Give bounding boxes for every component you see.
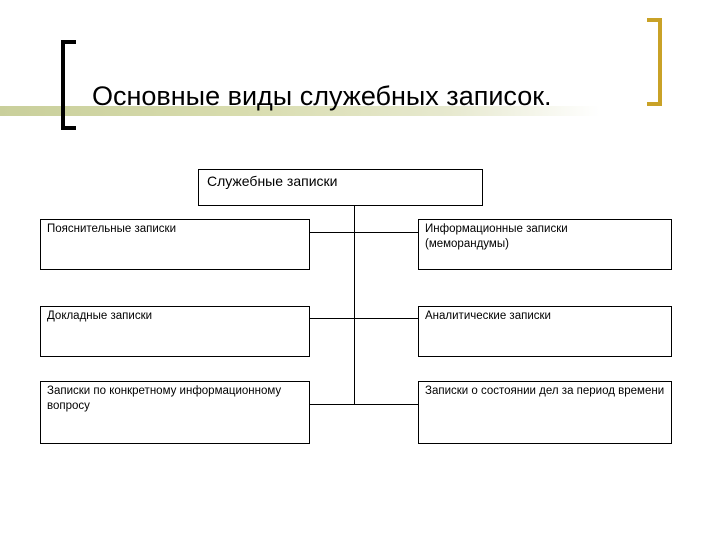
connector-trunk	[354, 205, 355, 405]
diagram-root-node: Служебные записки	[198, 169, 483, 206]
title-accent-bar	[0, 106, 600, 116]
right-bracket-decoration	[647, 18, 662, 106]
node-status-period-notes: Записки о состоянии дел за период времен…	[418, 381, 672, 444]
node-analytical-notes: Аналитические записки	[418, 306, 672, 357]
node-specific-info-notes: Записки по конкретному информационному в…	[40, 381, 310, 444]
connector-left-2	[309, 318, 354, 319]
connector-right-1	[355, 232, 418, 233]
connector-right-3	[355, 404, 418, 405]
slide-title: Основные виды служебных записок.	[92, 81, 552, 111]
connector-left-3	[309, 404, 354, 405]
node-explanatory-notes: Пояснительные записки	[40, 219, 310, 270]
connector-left-1	[309, 232, 354, 233]
left-bracket-decoration	[61, 40, 76, 130]
node-report-notes: Докладные записки	[40, 306, 310, 357]
connector-right-2	[355, 318, 418, 319]
node-information-notes: Информационные записки (меморандумы)	[418, 219, 672, 270]
